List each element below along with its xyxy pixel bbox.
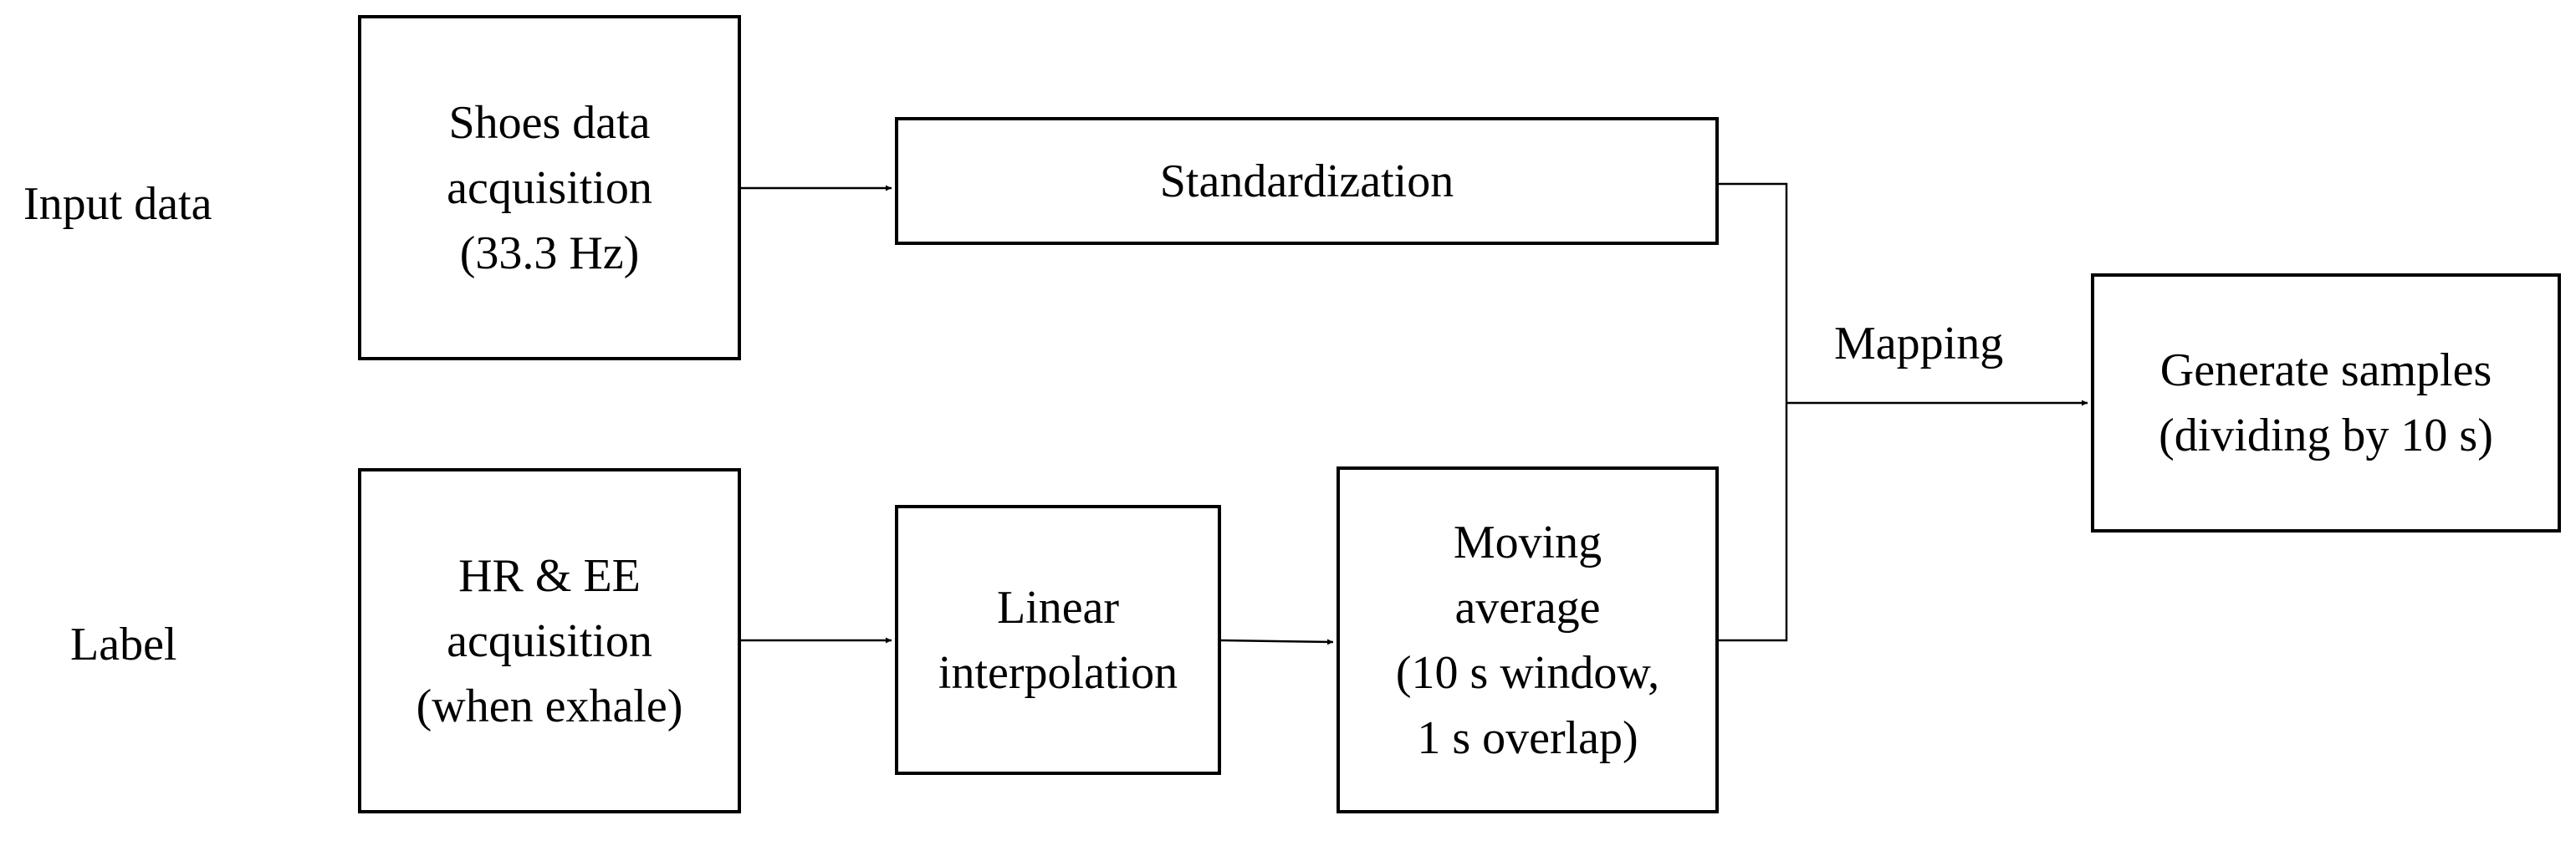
node-shoes-data-acquisition: Shoes data acquisition (33.3 Hz) [358, 15, 741, 360]
connector-standardization-to-merge [1719, 182, 1788, 403]
arrow-linear-to-moving [1220, 639, 1334, 645]
node-hr-ee-acquisition: HR & EE acquisition (when exhale) [358, 468, 741, 813]
node-text-line: acquisition [447, 161, 652, 214]
node-text-line: HR & EE [458, 549, 641, 602]
node-standardization: Standardization [895, 117, 1719, 245]
node-text-line: Generate samples [2159, 344, 2492, 396]
node-text-line: acquisition [447, 614, 652, 667]
connector-moving-to-merge [1719, 403, 1788, 642]
node-text-line: (10 s window, [1395, 646, 1660, 699]
node-text-line: interpolation [938, 646, 1178, 699]
node-text-line: Linear [996, 581, 1120, 634]
node-text-line: 1 s overlap) [1417, 711, 1638, 764]
node-generate-samples: Generate samples (dividing by 10 s) [2091, 273, 2561, 533]
node-text-line: Moving [1453, 516, 1602, 568]
node-text-line: (when exhale) [416, 680, 683, 732]
node-linear-interpolation: Linear interpolation [895, 505, 1221, 775]
node-text-line: Shoes data [448, 96, 651, 149]
node-text-line: average [1454, 581, 1601, 634]
row-label-label: Label [70, 619, 177, 670]
node-moving-average: Moving average (10 s window, 1 s overlap… [1337, 466, 1719, 813]
row-label-input-data: Input data [23, 178, 212, 230]
node-text-line: (dividing by 10 s) [2159, 410, 2493, 461]
edge-label-mapping: Mapping [1834, 318, 2004, 369]
node-text-line: Standardization [1159, 155, 1454, 207]
node-text-line: (33.3 Hz) [459, 227, 640, 279]
